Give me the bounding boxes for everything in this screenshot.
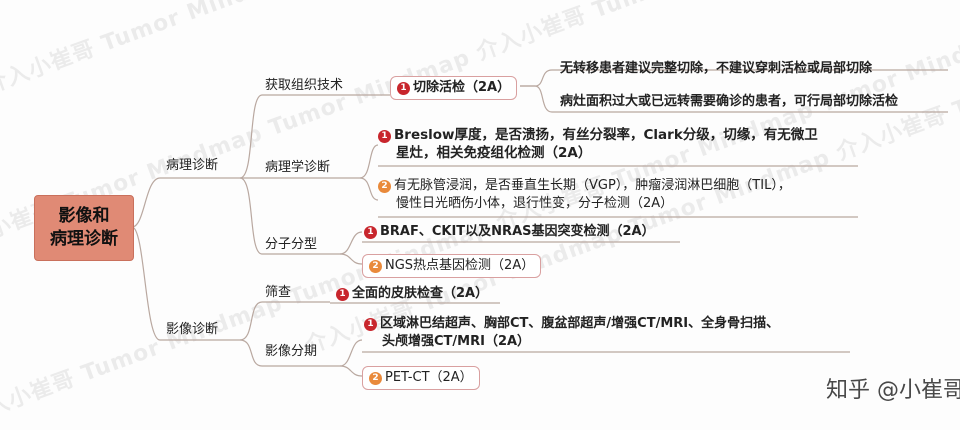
leaf-text: 有无脉管浸润，是否垂直生长期（VGP），肿瘤浸润淋巴细胞（TIL）， <box>394 178 791 193</box>
sub-tissue-technique: 获取组织技术 <box>265 78 344 93</box>
leaf-text: 头颅增强CT/MRI（2A） <box>382 334 531 349</box>
leaf-text: 区域淋巴结超声、胸部CT、腹盆部超声/增强CT/MRI、全身骨扫描、 <box>380 316 780 331</box>
leaf-text: 慢性日光晒伤小体，退行性变，分子检测（2A） <box>396 196 674 211</box>
branch-pathology: 病理诊断 <box>166 158 219 173</box>
priority-1-badge: 1 <box>364 226 377 239</box>
priority-1-badge: 1 <box>364 318 377 331</box>
priority-2-badge: 2 <box>369 372 382 385</box>
priority-2-badge: 2 <box>369 260 382 273</box>
sub-imaging-staging: 影像分期 <box>265 344 318 359</box>
root-label-line2: 病理诊断 <box>50 229 118 249</box>
leaf-text: BRAF、CKIT以及NRAS基因突变检测（2A） <box>380 224 655 239</box>
priority-2-badge: 2 <box>378 180 391 193</box>
leaf-excision-note-a: 无转移患者建议完整切除，不建议穿刺活检或局部切除 <box>560 61 873 76</box>
priority-1-badge: 1 <box>378 130 391 143</box>
sub-molecular-typing: 分子分型 <box>265 237 318 252</box>
priority-1-badge: 1 <box>397 82 410 95</box>
leaf-excision-note-b: 病灶面积过大或已远转需要确诊的患者，可行局部切除活检 <box>560 94 899 109</box>
sub-pathology-diagnosis: 病理学诊断 <box>265 160 331 175</box>
leaf-text: 星灶，相关免疫组化检测（2A） <box>396 145 592 161</box>
root-node: 影像和 病理诊断 <box>34 195 134 261</box>
sub-screening: 筛查 <box>265 285 292 300</box>
zhihu-signature: 知乎 @小崔哥 <box>826 378 960 403</box>
leaf-text: 全面的皮肤检查（2A） <box>352 286 489 301</box>
branch-imaging: 影像诊断 <box>166 322 219 337</box>
priority-1-badge: 1 <box>336 288 349 301</box>
root-label-line1: 影像和 <box>58 206 110 226</box>
leaf-text: NGS热点基因检测（2A） <box>385 258 535 273</box>
leaf-text: 切除活检（2A） <box>413 80 511 95</box>
leaf-text: Breslow厚度，是否溃扬，有丝分裂率，Clark分级，切缘，有无微卫 <box>394 127 818 143</box>
leaf-text: PET-CT（2A） <box>385 370 473 385</box>
